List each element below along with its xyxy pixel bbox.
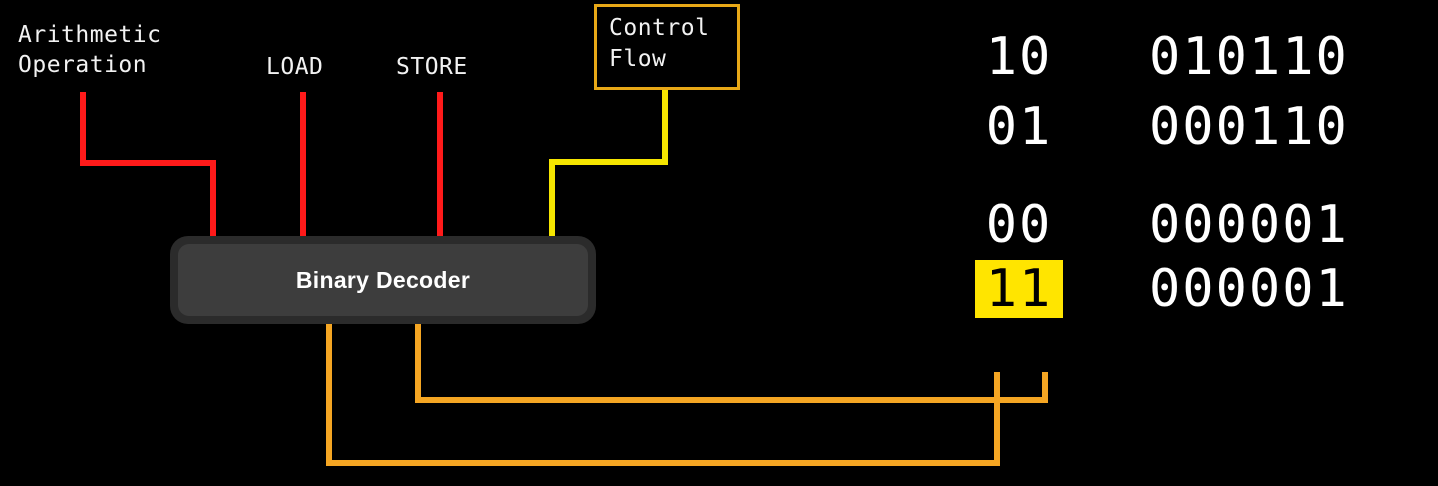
label-load: LOAD xyxy=(266,54,324,80)
opcode-row: 10 010110 xyxy=(975,28,1349,86)
opcode-key: 01 xyxy=(985,97,1053,157)
opcode-value: 010110 xyxy=(1149,27,1349,87)
wire-arithmetic-operation xyxy=(80,92,216,240)
wire-control-flow xyxy=(549,90,668,240)
opcode-key: 00 xyxy=(985,195,1053,255)
opcode-key-highlighted: 11 xyxy=(975,260,1063,318)
label-arithmetic-operation: Arithmetic Operation xyxy=(18,22,162,78)
label-control-flow: Control Flow xyxy=(609,15,710,72)
binary-decoder-node[interactable]: Binary Decoder xyxy=(170,236,596,324)
label-store: STORE xyxy=(396,54,468,80)
opcode-value: 000001 xyxy=(1149,259,1349,319)
wire-decoder-out-upper xyxy=(415,324,1048,403)
binary-decoder-label: Binary Decoder xyxy=(295,266,471,293)
opcode-value: 000001 xyxy=(1149,195,1349,255)
opcode-row: 00 000001 xyxy=(975,196,1349,254)
binary-decoder-inner: Binary Decoder xyxy=(178,244,588,316)
wire-decoder-out-lower xyxy=(326,324,1000,466)
opcode-key: 10 xyxy=(985,27,1053,87)
opcode-value: 000110 xyxy=(1149,97,1349,157)
control-flow-box: Control Flow xyxy=(594,4,740,90)
opcode-row-highlighted: 11 000001 xyxy=(975,260,1349,318)
opcode-row: 01 000110 xyxy=(975,98,1349,156)
